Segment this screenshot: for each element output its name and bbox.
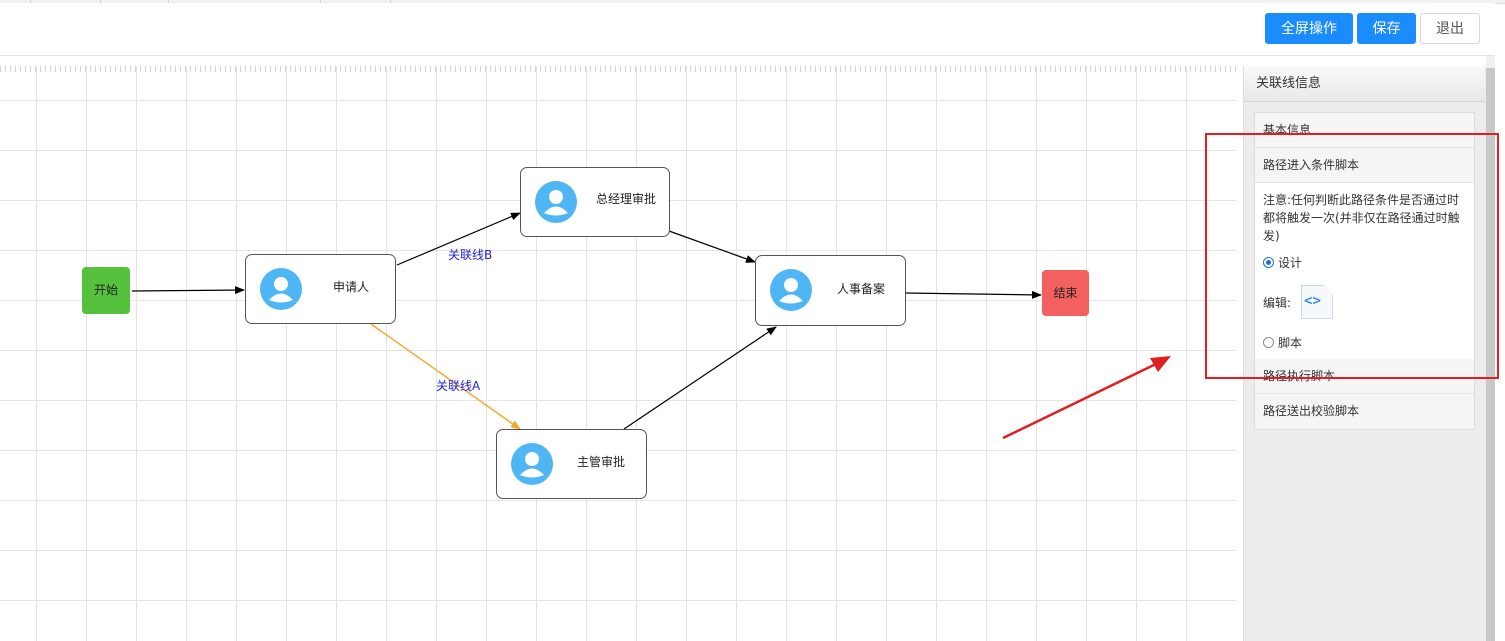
link-info-panel: 关联线信息 基本信息 路径进入条件脚本 注意:任何判断此路径条件是否通过时都将触… bbox=[1243, 66, 1487, 641]
flow-canvas[interactable] bbox=[0, 66, 1236, 641]
user-avatar-icon bbox=[534, 180, 578, 224]
user-avatar-icon bbox=[259, 267, 303, 311]
node-label: 申请人 bbox=[333, 280, 370, 294]
entry-condition-body: 注意:任何判断此路径条件是否通过时都将触发一次(并非仅在路径通过时触发) 设计 … bbox=[1255, 183, 1474, 359]
node-label: 人事备案 bbox=[837, 282, 886, 296]
radio-design[interactable] bbox=[1263, 256, 1274, 268]
scrollbar-thumb[interactable] bbox=[1486, 68, 1495, 641]
edge-hr-to-end[interactable] bbox=[904, 290, 1042, 299]
user-avatar-icon bbox=[769, 268, 813, 312]
canvas-ruler bbox=[0, 66, 1236, 72]
tab-segment[interactable] bbox=[0, 0, 31, 3]
radio-design-label: 设计 bbox=[1278, 255, 1303, 270]
radio-script-label: 脚本 bbox=[1278, 335, 1303, 350]
end-node[interactable]: 结束 bbox=[1042, 270, 1089, 316]
mode-design-option[interactable]: 设计 bbox=[1263, 253, 1466, 271]
edge-start-to-applicant[interactable] bbox=[131, 286, 245, 295]
edge-supervisor-to-hr[interactable] bbox=[623, 326, 777, 430]
panel-accordion: 基本信息 路径进入条件脚本 注意:任何判断此路径条件是否通过时都将触发一次(并非… bbox=[1254, 112, 1475, 430]
save-button[interactable]: 保存 bbox=[1357, 13, 1416, 44]
edge-a-label[interactable]: 关联线A bbox=[436, 379, 481, 393]
toolbar: 全屏操作 保存 退出 bbox=[0, 3, 1495, 56]
panel-title: 关联线信息 bbox=[1244, 66, 1485, 102]
edge-b[interactable] bbox=[396, 212, 521, 266]
exit-button[interactable]: 退出 bbox=[1420, 13, 1480, 44]
tab-segment[interactable] bbox=[238, 0, 321, 3]
condition-note: 注意:任何判断此路径条件是否通过时都将触发一次(并非仅在路径通过时触发) bbox=[1263, 193, 1460, 243]
node-label: 总经理审批 bbox=[596, 192, 657, 206]
user-avatar-icon bbox=[510, 442, 554, 486]
section-exit-check-script[interactable]: 路径送出校验脚本 bbox=[1255, 394, 1474, 429]
tab-segment[interactable] bbox=[30, 0, 101, 3]
node-supervisor-approval[interactable]: 主管审批 bbox=[496, 429, 647, 499]
mode-script-option[interactable]: 脚本 bbox=[1263, 333, 1466, 351]
start-node[interactable]: 开始 bbox=[82, 267, 130, 314]
radio-script[interactable] bbox=[1263, 336, 1274, 348]
edit-row: 编辑: <> bbox=[1263, 283, 1466, 321]
edit-label: 编辑: bbox=[1263, 295, 1292, 310]
tab-segment[interactable] bbox=[320, 0, 391, 3]
edge-a[interactable] bbox=[370, 323, 521, 430]
tab-segment[interactable] bbox=[100, 0, 169, 3]
section-basic-info[interactable]: 基本信息 bbox=[1255, 113, 1474, 148]
node-label: 主管审批 bbox=[577, 455, 626, 469]
flow-edges bbox=[131, 212, 1042, 430]
section-exec-script[interactable]: 路径执行脚本 bbox=[1255, 359, 1474, 394]
edge-b-label[interactable]: 关联线B bbox=[448, 248, 493, 262]
code-file-icon[interactable]: <> bbox=[1301, 285, 1334, 319]
fullscreen-button[interactable]: 全屏操作 bbox=[1265, 13, 1353, 44]
node-gm-approval[interactable]: 总经理审批 bbox=[520, 167, 670, 237]
section-entry-condition-script[interactable]: 路径进入条件脚本 bbox=[1255, 148, 1474, 183]
edge-gm-to-hr[interactable] bbox=[668, 230, 756, 263]
node-applicant[interactable]: 申请人 bbox=[245, 254, 396, 324]
node-hr-record[interactable]: 人事备案 bbox=[755, 255, 906, 326]
